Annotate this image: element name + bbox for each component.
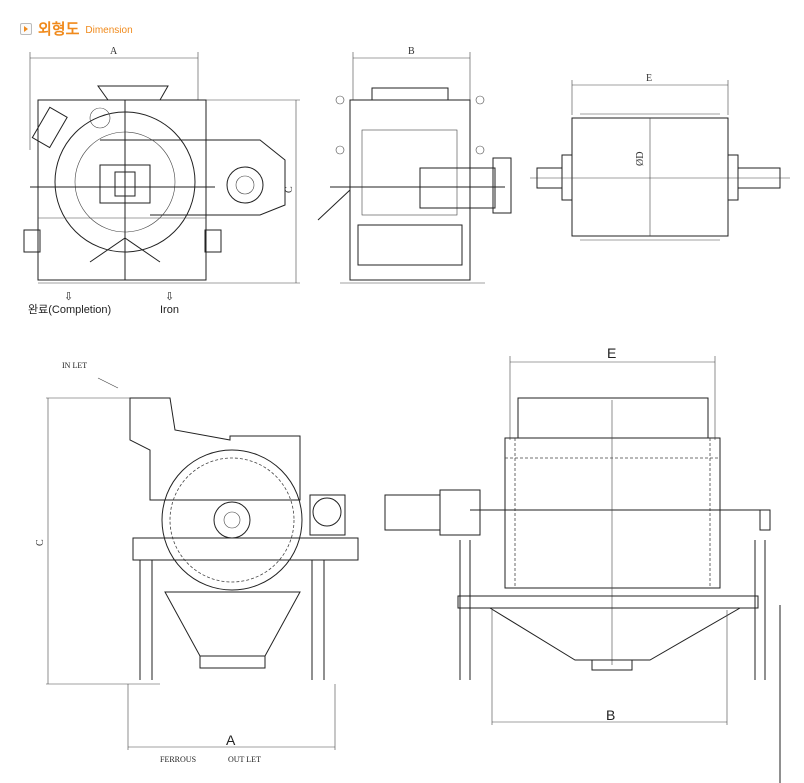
section-header: 외형도 Dimension [20,18,133,39]
dim-b-label: B [408,46,415,57]
inlet-label: IN LET [62,361,87,370]
bottom-front-view-drawing: E B [384,345,781,783]
dim-a-label-bottom: A [226,732,236,748]
dim-c-label: C [284,186,295,193]
dim-b-label-bottom: B [606,707,615,723]
outlet-label: OUT LET [228,755,261,764]
play-bullet-icon [20,22,32,35]
ferrous-label: FERROUS [160,755,196,764]
dim-c-label-bottom: C [35,539,46,546]
section-subtitle: Dimension [85,24,133,36]
dim-e-label-bottom: E [607,345,616,361]
dim-e-label: E [646,73,652,84]
section-title: 외형도 [38,21,80,38]
top-drum-view-drawing: E ØD [530,73,790,241]
completion-arrow-icon: ⇩ [64,291,73,303]
dim-a-label: A [110,46,118,57]
outlet-iron-label: Iron [160,304,179,316]
iron-arrow-icon: ⇩ [165,291,174,303]
bottom-side-view-drawing: IN LET C A FERROUS OUT LET [35,361,359,764]
top-side-view-drawing: A C ⇩ ⇩ 완료(Completion) Iron [23,46,300,316]
outlet-completion-label: 완료(Completion) [28,303,111,316]
dim-d-label: ØD [635,152,646,166]
top-front-view-drawing: B [317,46,512,284]
